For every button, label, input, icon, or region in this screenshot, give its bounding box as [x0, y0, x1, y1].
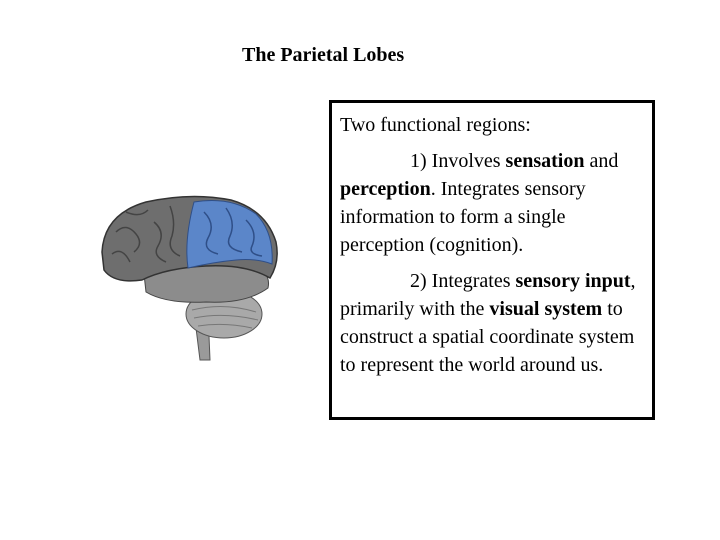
description-box: Two functional regions: 1) Involves sens…	[329, 100, 655, 420]
parietal-lobe-highlight	[186, 200, 273, 269]
intro-text: Two functional regions:	[340, 114, 531, 136]
region-two-text: 2) Integrates sensory input, primarily w…	[340, 270, 636, 376]
slide-title: The Parietal Lobes	[242, 44, 405, 66]
keyword-visual-system: visual system	[489, 298, 603, 320]
keyword-perception: perception	[340, 178, 431, 200]
region-one-text: 1) Involves sensation and perception. In…	[340, 150, 619, 256]
brain-illustration	[101, 195, 278, 361]
description-text: Two functional regions: 1) Involves sens…	[340, 111, 650, 387]
keyword-sensation: sensation	[505, 150, 585, 172]
keyword-sensory-input: sensory input	[515, 270, 631, 292]
